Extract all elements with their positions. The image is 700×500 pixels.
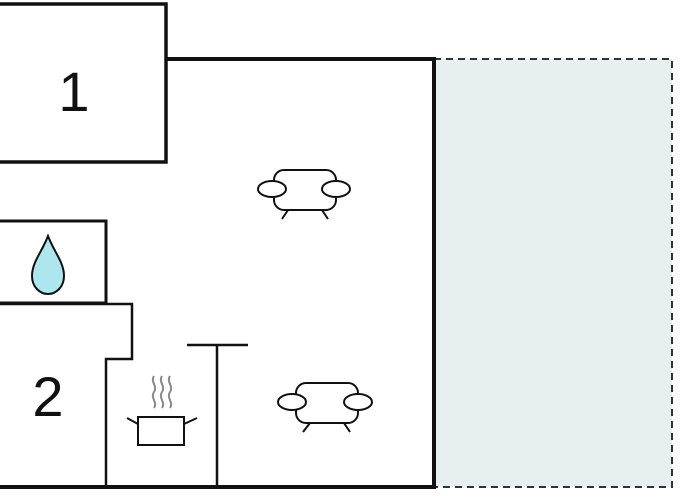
room-2-walls [0,302,134,487]
water-drop-icon [30,233,66,296]
cooking-pot-icon [126,375,198,446]
room-1-walls [0,2,168,164]
armchair-icon [257,169,351,220]
sofa-icon [277,382,373,433]
room-2-label: 2 [32,365,63,428]
terrace-area [433,58,673,488]
room-1-label: 1 [58,60,89,123]
